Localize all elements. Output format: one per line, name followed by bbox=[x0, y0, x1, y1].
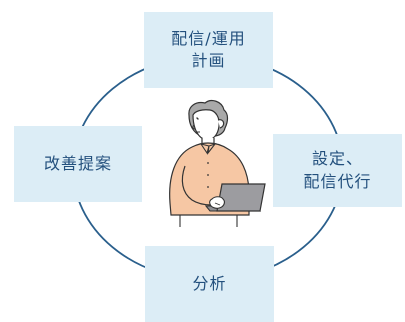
step-improvement-box: 改善提案 bbox=[14, 126, 142, 202]
step-improvement-label: 改善提案 bbox=[43, 153, 112, 173]
step-plan-label: 配信/運用 計画 bbox=[171, 28, 246, 70]
step-plan-box: 配信/運用 計画 bbox=[144, 12, 273, 88]
step-analysis-label: 分析 bbox=[192, 273, 227, 293]
person-with-laptop-icon bbox=[169, 100, 266, 227]
step-setup-delivery-box: 設定、 配信代行 bbox=[273, 134, 402, 207]
step-analysis-box: 分析 bbox=[145, 246, 274, 322]
step-setup-delivery-label: 設定、 配信代行 bbox=[303, 149, 372, 191]
